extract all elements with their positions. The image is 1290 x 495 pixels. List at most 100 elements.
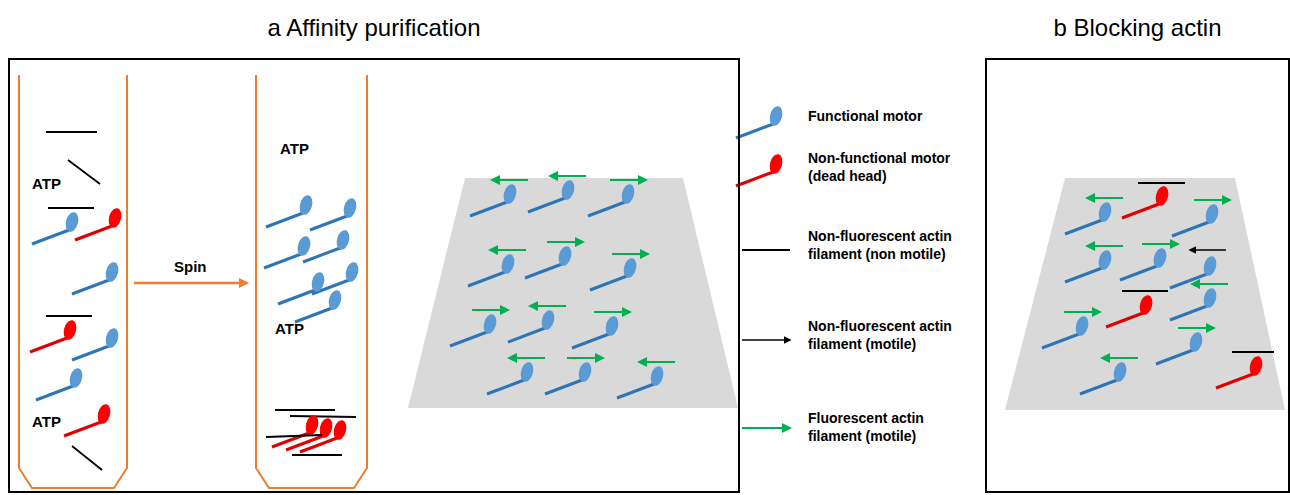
fluorescent-actin [594, 311, 630, 313]
functional-motor [528, 179, 576, 212]
functional-motor [310, 197, 358, 230]
functional-motor [1120, 247, 1168, 280]
edge-label: Spin [172, 258, 209, 275]
fluorescent-actin [1178, 327, 1214, 329]
dead-motor [1122, 185, 1170, 218]
reagent-label: ATP [280, 140, 309, 157]
fluorescent-actin [492, 179, 528, 181]
fluorescent-actin [610, 179, 646, 181]
motility-surface [1005, 178, 1285, 410]
legend-sample [742, 427, 790, 429]
tube-contents [264, 194, 360, 455]
centrifuge-tube: ATPATP [255, 75, 368, 490]
dead-motor [1106, 294, 1154, 327]
functional-motor [303, 229, 351, 262]
panel-frame: a Affinity purificationATPATPATPATP [8, 58, 740, 493]
tube-wall [19, 75, 127, 488]
actin-filament [266, 435, 322, 437]
tube-wall [256, 75, 367, 488]
functional-motor [450, 313, 498, 346]
fluorescent-actin [472, 309, 508, 311]
glass-surface [408, 178, 738, 408]
fluorescent-actin [490, 249, 526, 251]
dead-motor [1216, 355, 1264, 388]
tube-outline [255, 75, 368, 490]
actin-filament [48, 207, 94, 209]
functional-motor [545, 361, 593, 394]
functional-motor [264, 235, 312, 268]
process-arrow [134, 282, 247, 285]
panel-frame: b Blocking actin [985, 58, 1290, 493]
actin-filament [72, 446, 102, 470]
centrifuge-tube: ATP ATP [18, 75, 128, 490]
fluorescent-actin [567, 357, 603, 359]
actin-filament [46, 315, 92, 317]
functional-motor [278, 271, 326, 304]
panel-heading: b Blocking actin [987, 14, 1288, 42]
functional-motor [72, 327, 120, 360]
fluorescent-actin [1192, 283, 1228, 285]
functional-motor [470, 183, 518, 216]
legend-text: Non-fluorescent actin filament (non moti… [808, 228, 968, 263]
glass-surface [1005, 178, 1285, 410]
panel-heading: a Affinity purification [10, 14, 738, 42]
functional-motor [1065, 201, 1113, 234]
actin-filament [290, 416, 356, 417]
functional-motor [36, 367, 84, 400]
functional-motor [295, 289, 343, 322]
functional-motor [508, 309, 556, 342]
functional-motor [468, 253, 516, 286]
fluorescent-actin [1064, 311, 1100, 313]
legend-sample [742, 339, 790, 341]
functional-motor [590, 257, 638, 290]
actin-filament [1138, 182, 1185, 184]
reagent-label: ATP [32, 413, 61, 430]
legend-sample [736, 153, 784, 186]
actin-filament [292, 454, 342, 456]
legend-sample [736, 105, 784, 138]
fluorescent-actin [1102, 357, 1138, 359]
actin-filament [275, 409, 335, 411]
motility-surface [408, 176, 738, 408]
functional-motor [72, 261, 120, 294]
functional-motor [487, 361, 535, 394]
legend-sample [742, 249, 790, 251]
legend-samples [736, 105, 790, 428]
legend-text: Non-functional motor (dead head) [808, 150, 968, 185]
actin-filament [68, 160, 100, 184]
nonfluorescent-actin [1190, 249, 1226, 251]
fluorescent-actin [547, 241, 583, 243]
functional-motor [1080, 361, 1128, 394]
functional-motor [572, 315, 620, 348]
fluorescent-actin [1087, 245, 1123, 247]
functional-motor [1065, 249, 1113, 282]
tube-contents [30, 132, 123, 470]
fluorescent-actin [509, 357, 545, 359]
dead-motor [272, 414, 320, 447]
dead-motor [75, 207, 123, 240]
functional-motor [588, 183, 636, 216]
fluorescent-actin [1142, 243, 1178, 245]
functional-motor [525, 245, 573, 278]
fluorescent-actin [639, 361, 675, 363]
fluorescent-actin [530, 305, 566, 307]
functional-motor [617, 365, 665, 398]
actin-filament [46, 131, 97, 133]
dead-motor [30, 319, 78, 352]
reagent-label: ATP [32, 175, 61, 192]
dead-motor [286, 417, 334, 450]
legend-text: Non-fluorescent actin filament (motile) [808, 318, 968, 353]
functional-motor [266, 194, 314, 227]
fluorescent-actin [612, 253, 648, 255]
functional-motor [1172, 203, 1220, 236]
fluorescent-actin [1194, 199, 1230, 201]
legend-text: Functional motor [808, 108, 968, 126]
functional-motor [32, 211, 80, 244]
actin-filament [1122, 290, 1168, 292]
legend-text: Fluorescent actin filament (motile) [808, 410, 968, 445]
functional-motor [1042, 315, 1090, 348]
functional-motor [1170, 287, 1218, 320]
fluorescent-actin [1087, 197, 1123, 199]
